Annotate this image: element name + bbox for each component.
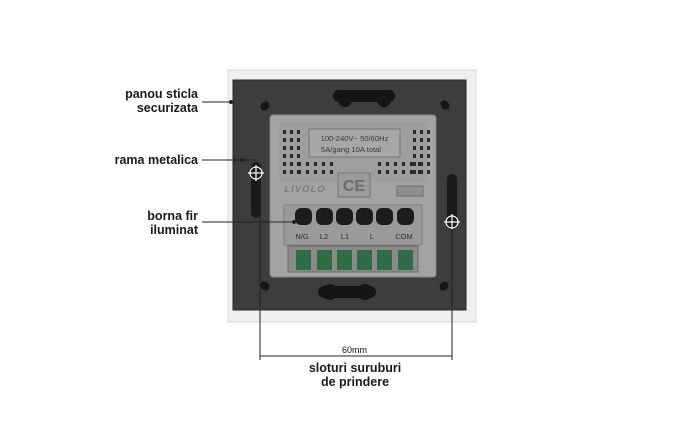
ce-mark: CE — [343, 178, 366, 195]
vent-dot — [290, 138, 293, 142]
vent-dot — [298, 162, 301, 166]
vent-dot — [420, 154, 423, 158]
rating-line-1: 100-240V~ 50/60Hz — [321, 134, 389, 143]
ce-box — [337, 172, 371, 198]
vent-dot — [386, 162, 389, 166]
label-glass-panel: panou sticla securizata — [112, 87, 198, 115]
vent-dot — [413, 138, 416, 142]
vent-dot — [402, 162, 405, 166]
terminal-labels: N/G L2 L1 L COM — [295, 232, 412, 241]
vent-dot — [410, 170, 413, 174]
module-latch — [396, 185, 424, 197]
vent-dot — [283, 170, 286, 174]
label-mount-slots: sloturi suruburi de prindere — [300, 361, 410, 389]
top-slot — [333, 90, 395, 107]
vent-dot — [410, 162, 413, 166]
vent-dot — [290, 130, 293, 134]
vent-dot — [297, 130, 300, 134]
vent-dot — [283, 162, 286, 166]
terminal-label-l: L — [370, 232, 374, 241]
vent-dot — [322, 162, 325, 166]
corner-screws — [260, 100, 450, 291]
vent-dot — [418, 162, 421, 166]
vent-dot — [306, 170, 309, 174]
label-glass-panel-line-2: securizata — [136, 101, 198, 115]
vent-dot — [322, 170, 325, 174]
crosshair-left — [248, 165, 264, 181]
vent-dot — [314, 162, 317, 166]
vent-dot — [413, 154, 416, 158]
label-mount-slots-line-2: de prindere — [320, 375, 390, 389]
vent-dot — [283, 130, 286, 134]
terminal-label-l1: L1 — [341, 232, 349, 241]
label-mount-slots-line-1: sloturi suruburi — [308, 361, 402, 375]
rating-label — [308, 128, 401, 158]
vent-dot — [283, 146, 286, 150]
vent-dot — [394, 162, 397, 166]
vent-dot — [402, 170, 405, 174]
vent-dot — [290, 170, 293, 174]
vent-grid — [283, 130, 430, 174]
label-metal-frame-text: rama metalica — [114, 153, 198, 167]
terminal-clamps — [287, 245, 419, 273]
vent-dot — [283, 154, 286, 158]
terminal-label-ng: N/G — [295, 232, 309, 241]
brand-label: LIVOLO — [284, 184, 325, 195]
label-lit-terminal: borna fir iluminat — [118, 209, 198, 237]
vent-dot — [427, 154, 430, 158]
vent-dot — [290, 154, 293, 158]
vent-dot — [283, 138, 286, 142]
label-metal-frame: rama metalica — [104, 153, 198, 167]
vent-dot — [427, 130, 430, 134]
label-lit-terminal-line-2: iluminat — [150, 223, 198, 237]
label-lit-terminal-line-1: borna fir — [147, 209, 198, 223]
callout-lines — [202, 100, 296, 224]
vent-dot — [306, 162, 309, 166]
vent-dot — [413, 146, 416, 150]
vent-dot — [420, 130, 423, 134]
vent-dot — [413, 170, 416, 174]
vent-dot — [386, 170, 389, 174]
vent-dot — [290, 162, 293, 166]
terminal-holes — [295, 208, 414, 225]
vent-dot — [413, 130, 416, 134]
vent-dot — [297, 154, 300, 158]
vent-dot — [427, 162, 430, 166]
vent-dot — [298, 170, 301, 174]
dimension-lines — [259, 180, 453, 360]
vent-dot — [427, 146, 430, 150]
vent-dot — [314, 170, 317, 174]
vent-dot — [418, 170, 421, 174]
vent-dot — [427, 138, 430, 142]
vent-dot — [290, 146, 293, 150]
vent-dot — [420, 162, 423, 166]
vent-dot — [330, 162, 333, 166]
vent-dot — [420, 138, 423, 142]
vent-dot — [297, 138, 300, 142]
vent-dot — [394, 170, 397, 174]
terminal-label-com: COM — [395, 232, 413, 241]
terminal-label-l2: L2 — [320, 232, 328, 241]
crosshair-right — [444, 214, 460, 230]
rating-line-2: 5A/gang 10A total — [321, 145, 381, 154]
bottom-slot — [318, 284, 376, 300]
vent-dot — [420, 170, 423, 174]
vent-dot — [378, 170, 381, 174]
vent-dot — [330, 170, 333, 174]
vent-dot — [427, 170, 430, 174]
vent-dot — [413, 162, 416, 166]
vent-dot — [297, 146, 300, 150]
vent-dot — [378, 162, 381, 166]
vent-dot — [420, 146, 423, 150]
dimension-label: 60mm — [342, 345, 368, 355]
label-glass-panel-line-1: panou sticla — [125, 87, 198, 101]
